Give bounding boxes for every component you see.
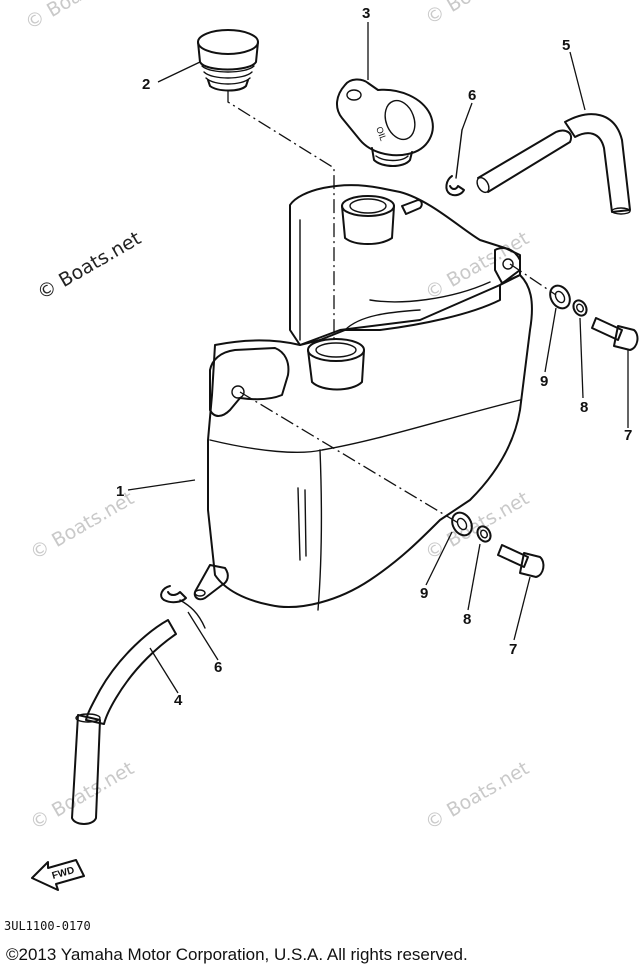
vent-hose-upper [476,113,631,215]
watermark-top-right: © Boats.net [422,0,533,29]
callout-9-lower: 9 [420,585,428,602]
hose-clip-upper [445,129,465,197]
cap-lettering: OIL [374,125,388,142]
hose-clip-lower [160,585,206,629]
callout-3: 3 [362,5,370,22]
callout-6-upper: 6 [468,87,476,104]
fwd-arrow-icon: FWD [31,859,85,891]
callout-7-upper: 7 [624,427,632,444]
callout-1: 1 [116,483,124,500]
watermark-low-right: © Boats.net [422,757,533,834]
oil-tank [193,184,533,611]
callout-7-lower: 7 [509,641,517,658]
callout-8-lower: 8 [463,611,471,628]
alignment-lines [227,90,557,525]
drain-hose-lower [71,619,177,825]
watermark-primary: © Boats.net [34,227,145,304]
callout-8-upper: 8 [580,399,588,416]
filler-plug [197,29,259,92]
mounting-hardware-lower [451,511,545,578]
callout-5: 5 [562,37,570,54]
part-code: 3UL1100-0170 [4,919,91,933]
copyright-notice: ©2013 Yamaha Motor Corporation, U.S.A. A… [6,945,468,964]
callout-labels: 1 2 3 4 5 6 6 9 8 7 9 8 7 [116,5,632,709]
callout-9-upper: 9 [540,373,548,390]
watermark-low-left: © Boats.net [27,757,138,834]
callout-6-lower: 6 [214,659,222,676]
oil-filler-cap: OIL [336,78,434,167]
watermark-mid-center: © Boats.net [422,487,533,564]
leader-lines [127,22,629,694]
callout-2: 2 [142,76,150,93]
mounting-hardware-upper [549,284,639,351]
callout-4: 4 [174,692,183,709]
watermark-top-left: © Boats.net [22,0,133,34]
